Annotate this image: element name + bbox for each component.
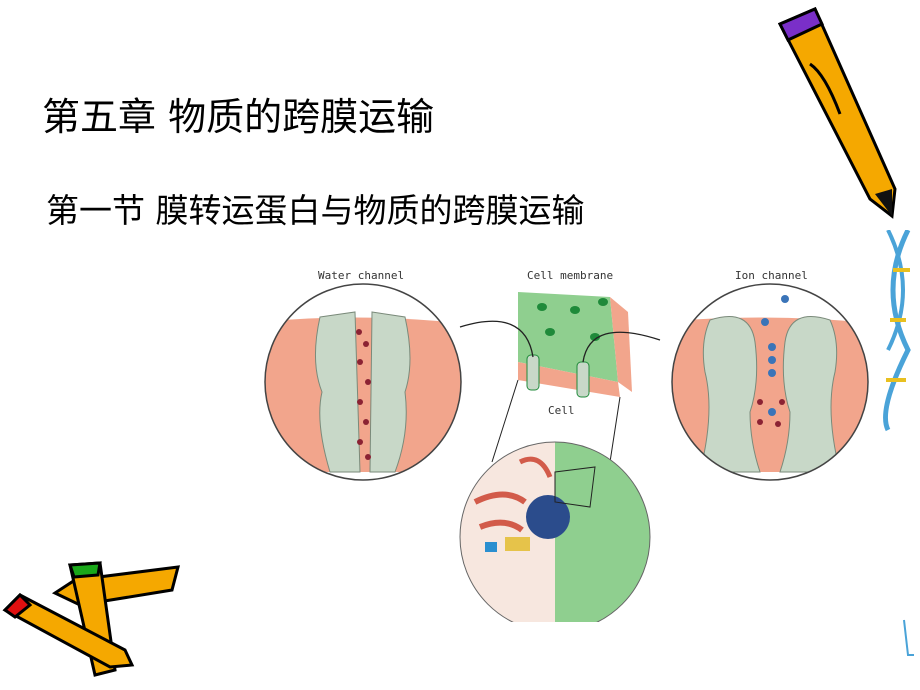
water-channel-inset [265, 284, 461, 480]
cell-label: Cell [548, 404, 575, 417]
slide-subtitle: 第一节 膜转运蛋白与物质的跨膜运输 [46, 191, 585, 230]
ion-channel-inset [672, 284, 868, 480]
ion-channel-label: Ion channel [735, 269, 808, 282]
cell-illustration [460, 442, 650, 622]
pencils-clipart-bottom-left [2, 561, 181, 677]
water-channel-label: Water channel [318, 269, 404, 282]
slide-title: 第五章 物质的跨膜运输 [42, 95, 435, 139]
pencil-clipart-top-right [777, 7, 897, 219]
cell-membrane-label: Cell membrane [527, 269, 613, 282]
dna-helix-clipart-right [883, 230, 914, 656]
cell-membrane-patch [459, 292, 661, 463]
membrane-channel-figure: Water channel Cell membrane Ion channel … [264, 269, 869, 622]
